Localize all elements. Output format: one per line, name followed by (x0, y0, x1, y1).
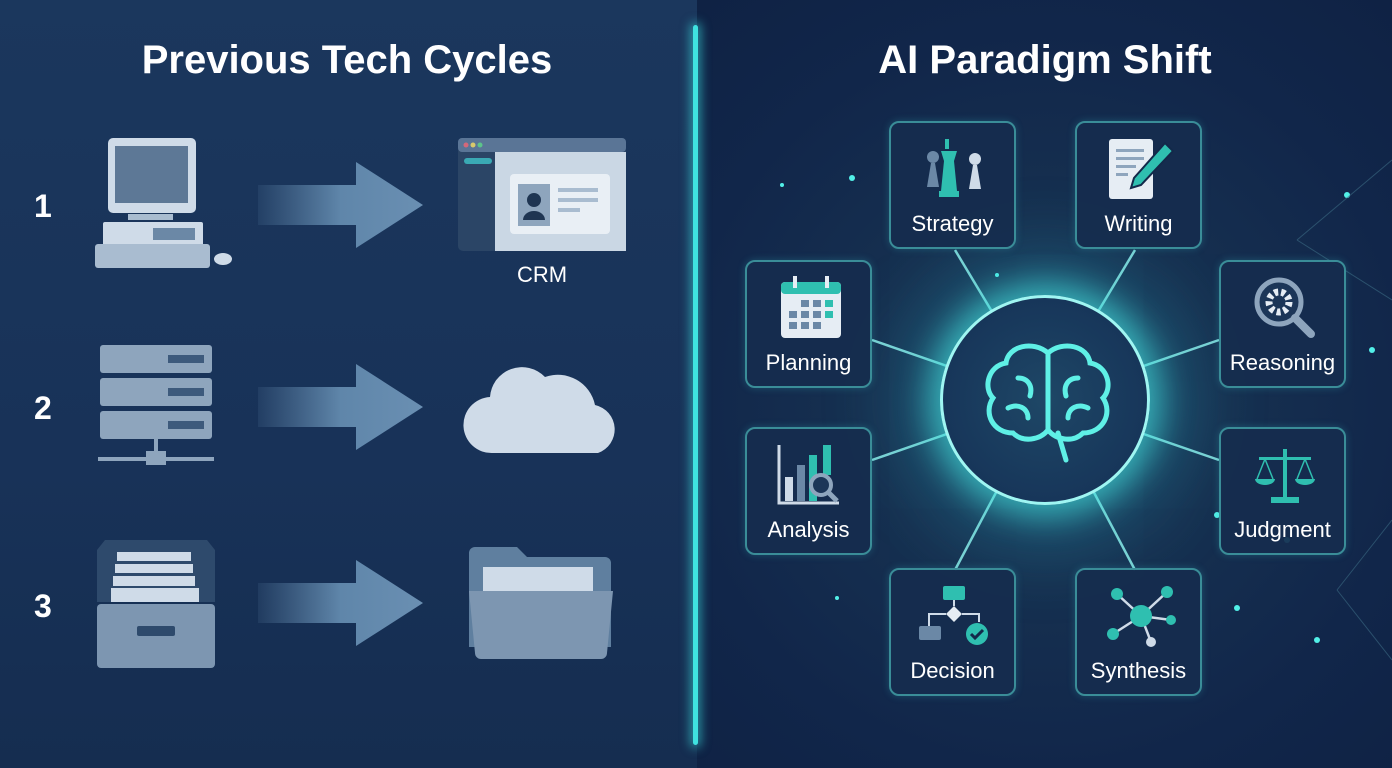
gear-magnifier-icon (1254, 277, 1315, 338)
file-cabinet-icon (97, 540, 215, 668)
calendar-icon (781, 276, 841, 338)
row-number: 3 (34, 588, 52, 624)
capability-card-reasoning: Reasoning (1219, 260, 1346, 388)
capability-label: Writing (1104, 211, 1173, 236)
document-pen-icon (1109, 139, 1175, 199)
right-title: AI Paradigm Shift (878, 38, 1212, 82)
network-icon (1107, 586, 1176, 647)
cloud-icon (463, 367, 615, 454)
capability-label: Reasoning (1229, 350, 1336, 375)
folder-icon (469, 547, 613, 659)
divider (693, 25, 698, 745)
brain-hub (940, 295, 1150, 505)
capability-card-planning: Planning (745, 260, 872, 388)
capability-label: Decision (910, 658, 995, 683)
capability-card-writing: Writing (1075, 121, 1202, 249)
row-number: 1 (34, 188, 52, 224)
capability-card-strategy: Strategy (889, 121, 1016, 249)
capability-card-synthesis: Synthesis (1075, 568, 1202, 696)
chess-icon (927, 139, 981, 197)
capability-card-analysis: Analysis (745, 427, 872, 555)
capability-card-judgment: Judgment (1219, 427, 1346, 555)
bar-chart-magnifier-icon (777, 445, 839, 505)
arrow-icon (258, 162, 423, 248)
server-rack-icon (98, 345, 214, 465)
left-title: Previous Tech Cycles (141, 38, 553, 82)
capability-label: Planning (765, 350, 852, 375)
capability-label: Judgment (1234, 517, 1331, 542)
capability-label: Analysis (767, 517, 850, 542)
crm-label: CRM (516, 262, 568, 287)
desktop-computer-icon (95, 138, 232, 268)
brain-icon (985, 343, 1111, 463)
scales-icon (1255, 449, 1315, 503)
flowchart-icon (919, 586, 988, 645)
capability-card-decision: Decision (889, 568, 1016, 696)
arrow-icon (258, 560, 423, 646)
capability-label: Strategy (911, 211, 994, 236)
crm-window-icon (458, 138, 626, 251)
arrow-icon (258, 364, 423, 450)
row-number: 2 (34, 390, 52, 426)
capability-label: Synthesis (1090, 658, 1187, 683)
